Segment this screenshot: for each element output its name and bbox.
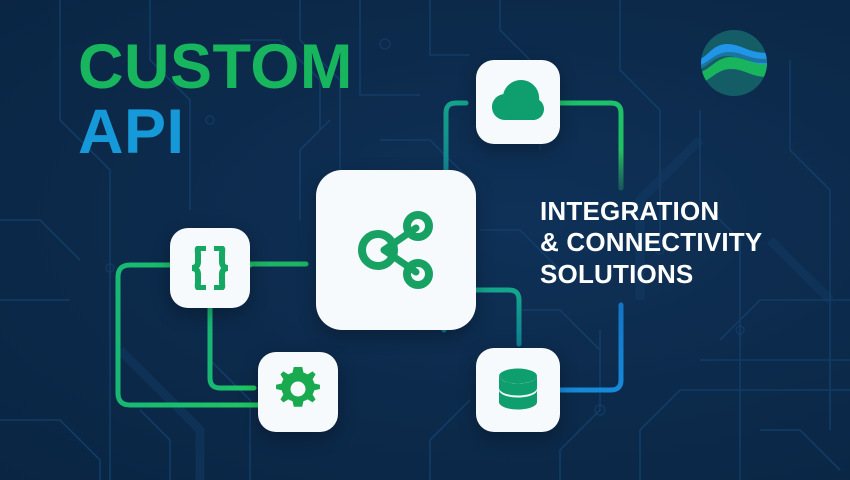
code-braces-icon: [191, 246, 229, 290]
headline: CUSTOM API: [78, 32, 353, 167]
cloud-icon: [492, 80, 544, 120]
node-card-code[interactable]: [170, 228, 250, 308]
node-card-settings[interactable]: [258, 352, 338, 432]
share-network-icon: [358, 211, 433, 289]
tagline-line-3: SOLUTIONS: [540, 258, 694, 289]
node-card-database[interactable]: [476, 348, 560, 432]
node-card-main[interactable]: [316, 170, 476, 330]
connector-cloud-left-down: [443, 100, 469, 183]
node-card-cloud[interactable]: [476, 60, 560, 144]
database-icon: [499, 368, 537, 410]
gear-icon: [276, 367, 320, 407]
headline-line-2: API: [78, 96, 185, 167]
connector-db-to-right: [557, 302, 624, 393]
connector-main-to-db: [473, 287, 522, 347]
connector-cloud-to-right: [557, 100, 624, 191]
headline-line-1: CUSTOM: [78, 32, 353, 102]
connector-braces-to-gear: [207, 305, 257, 391]
tagline-line-2: & CONNECTIVITY: [540, 227, 763, 258]
tagline: INTEGRATION & CONNECTIVITY SOLUTIONS: [540, 196, 762, 290]
tagline-line-1: INTEGRATION: [540, 196, 720, 226]
wave-globe-logo: [701, 30, 767, 96]
